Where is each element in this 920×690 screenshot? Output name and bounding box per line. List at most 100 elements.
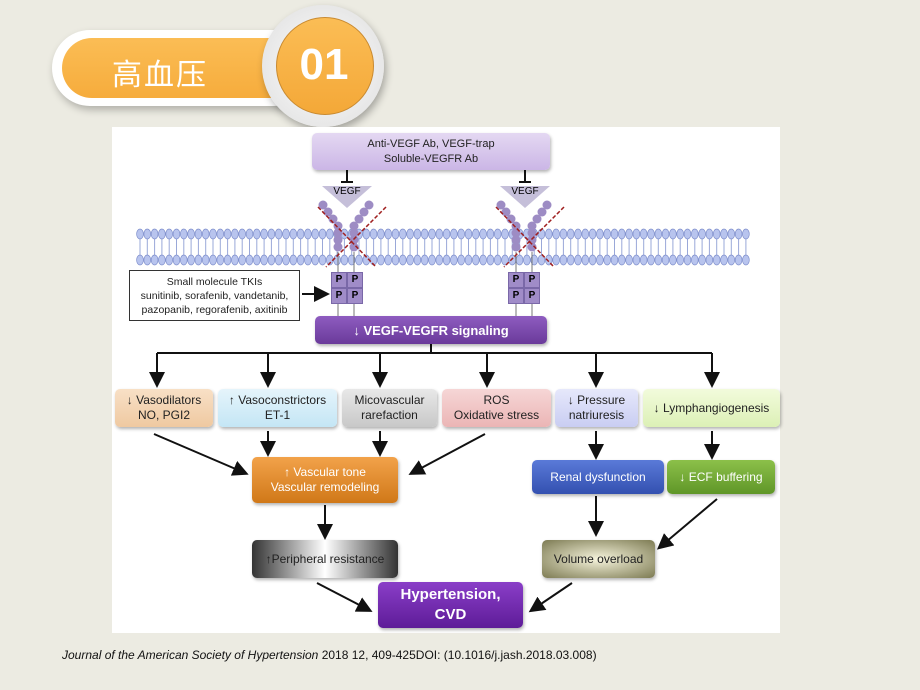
lipid-head bbox=[647, 254, 655, 266]
lipid-head bbox=[588, 228, 597, 240]
lipid-head bbox=[574, 228, 582, 240]
block-mark bbox=[317, 206, 377, 268]
lipid-head bbox=[223, 228, 232, 240]
number-badge-fill bbox=[276, 17, 374, 115]
outcome-line1: Hypertension, bbox=[400, 586, 501, 603]
lipid-head bbox=[654, 228, 663, 240]
lipid-head bbox=[413, 254, 422, 266]
lipid-head bbox=[596, 254, 604, 266]
effect-line1: ↓ Lymphangiogenesis bbox=[653, 400, 770, 415]
effect-line2: ET-1 bbox=[264, 408, 291, 422]
phosphate-box: P bbox=[347, 288, 363, 304]
lipid-head bbox=[347, 254, 356, 266]
lipid-head bbox=[253, 228, 261, 240]
effect-line1: Micovascular bbox=[354, 393, 425, 407]
lipid-head bbox=[172, 254, 181, 266]
tki-box: Small molecule TKIs sunitinib, sorafenib… bbox=[129, 270, 300, 321]
block-mark bbox=[503, 206, 565, 268]
lipid-head bbox=[647, 228, 655, 240]
peripheral-resistance-box: ↑Peripheral resistance bbox=[252, 540, 398, 578]
lipid-head bbox=[472, 228, 480, 240]
lipid-head bbox=[326, 228, 334, 240]
lipid-head bbox=[661, 228, 670, 240]
arrow bbox=[656, 498, 718, 550]
lipid-head bbox=[158, 254, 166, 266]
citation: Journal of the American Society of Hyper… bbox=[62, 648, 597, 662]
lipid-head bbox=[289, 228, 298, 240]
lipid-head bbox=[596, 228, 604, 240]
lipid-head bbox=[406, 228, 414, 240]
diagram-graphics bbox=[136, 170, 750, 613]
lipid-head bbox=[318, 228, 327, 240]
lipid-head bbox=[253, 254, 261, 266]
lipid-head bbox=[727, 228, 736, 240]
lipid-head bbox=[428, 228, 436, 240]
lipid-head bbox=[639, 228, 648, 240]
lipid-head bbox=[712, 254, 721, 266]
lipid-head bbox=[559, 228, 568, 240]
lipid-head bbox=[187, 254, 195, 266]
lipid-head bbox=[515, 254, 524, 266]
effect-line1: ROS bbox=[483, 393, 510, 407]
receptor-domain bbox=[501, 207, 511, 217]
arrow bbox=[316, 582, 373, 612]
receptor-domain bbox=[349, 221, 359, 231]
lipid-head bbox=[552, 228, 560, 240]
lipid-head bbox=[742, 254, 750, 266]
arrows bbox=[149, 170, 720, 613]
lipid-head bbox=[399, 228, 407, 240]
lipid-head bbox=[712, 228, 721, 240]
lipid-head bbox=[669, 254, 677, 266]
ecf-buffering-box: ↓ ECF buffering bbox=[667, 460, 775, 494]
lipid-head bbox=[245, 254, 254, 266]
lipid-head bbox=[201, 228, 210, 240]
lipid-head bbox=[435, 228, 444, 240]
lipid-head bbox=[377, 228, 385, 240]
inhibitor-line1: Anti-VEGF Ab, VEGF-trap bbox=[367, 137, 495, 150]
lipid-head bbox=[625, 254, 633, 266]
block-mark bbox=[325, 206, 387, 268]
lipid-head bbox=[669, 228, 677, 240]
lipid-head bbox=[282, 228, 290, 240]
ecf-label: ↓ ECF buffering bbox=[679, 469, 763, 484]
receptor-domain bbox=[318, 200, 328, 210]
lipid-head bbox=[245, 228, 254, 240]
lipid-head bbox=[523, 254, 531, 266]
phosphate-box: P bbox=[347, 272, 363, 288]
lipid-head bbox=[172, 228, 181, 240]
arrow bbox=[153, 433, 249, 476]
renal-label: Renal dysfunction bbox=[550, 469, 646, 484]
lipid-head bbox=[150, 254, 159, 266]
receptor-domain bbox=[349, 242, 359, 252]
lipid-head bbox=[618, 254, 626, 266]
lipid-head bbox=[209, 254, 217, 266]
block-mark bbox=[495, 206, 555, 268]
phosphate-box: P bbox=[508, 288, 524, 304]
lipid-head bbox=[267, 228, 276, 240]
lipid-head bbox=[238, 254, 246, 266]
vascular-line2: Vascular remodeling bbox=[270, 480, 380, 494]
lipid-head bbox=[676, 228, 684, 240]
effect-line1: ↓ Pressure bbox=[567, 393, 626, 407]
lipid-head bbox=[260, 228, 268, 240]
lipid-head bbox=[274, 228, 283, 240]
receptor-domain bbox=[323, 207, 333, 217]
lipid-head bbox=[683, 228, 692, 240]
lipid-head bbox=[216, 254, 225, 266]
receptor-domain bbox=[333, 242, 343, 252]
lipid-head bbox=[486, 254, 495, 266]
receptor-domain bbox=[349, 228, 359, 238]
tki-drugs-1: sunitinib, sorafenib, vandetanib, bbox=[140, 289, 289, 302]
lipid-head bbox=[136, 254, 144, 266]
lipid-head bbox=[150, 228, 159, 240]
receptor-domain bbox=[527, 221, 537, 231]
lipid-head bbox=[194, 254, 203, 266]
lipid-head bbox=[581, 254, 590, 266]
receptor-domain bbox=[527, 242, 537, 252]
lipid-head bbox=[136, 228, 144, 240]
lipid-head bbox=[143, 254, 152, 266]
lipid-head bbox=[683, 254, 692, 266]
lipid-head bbox=[420, 254, 429, 266]
